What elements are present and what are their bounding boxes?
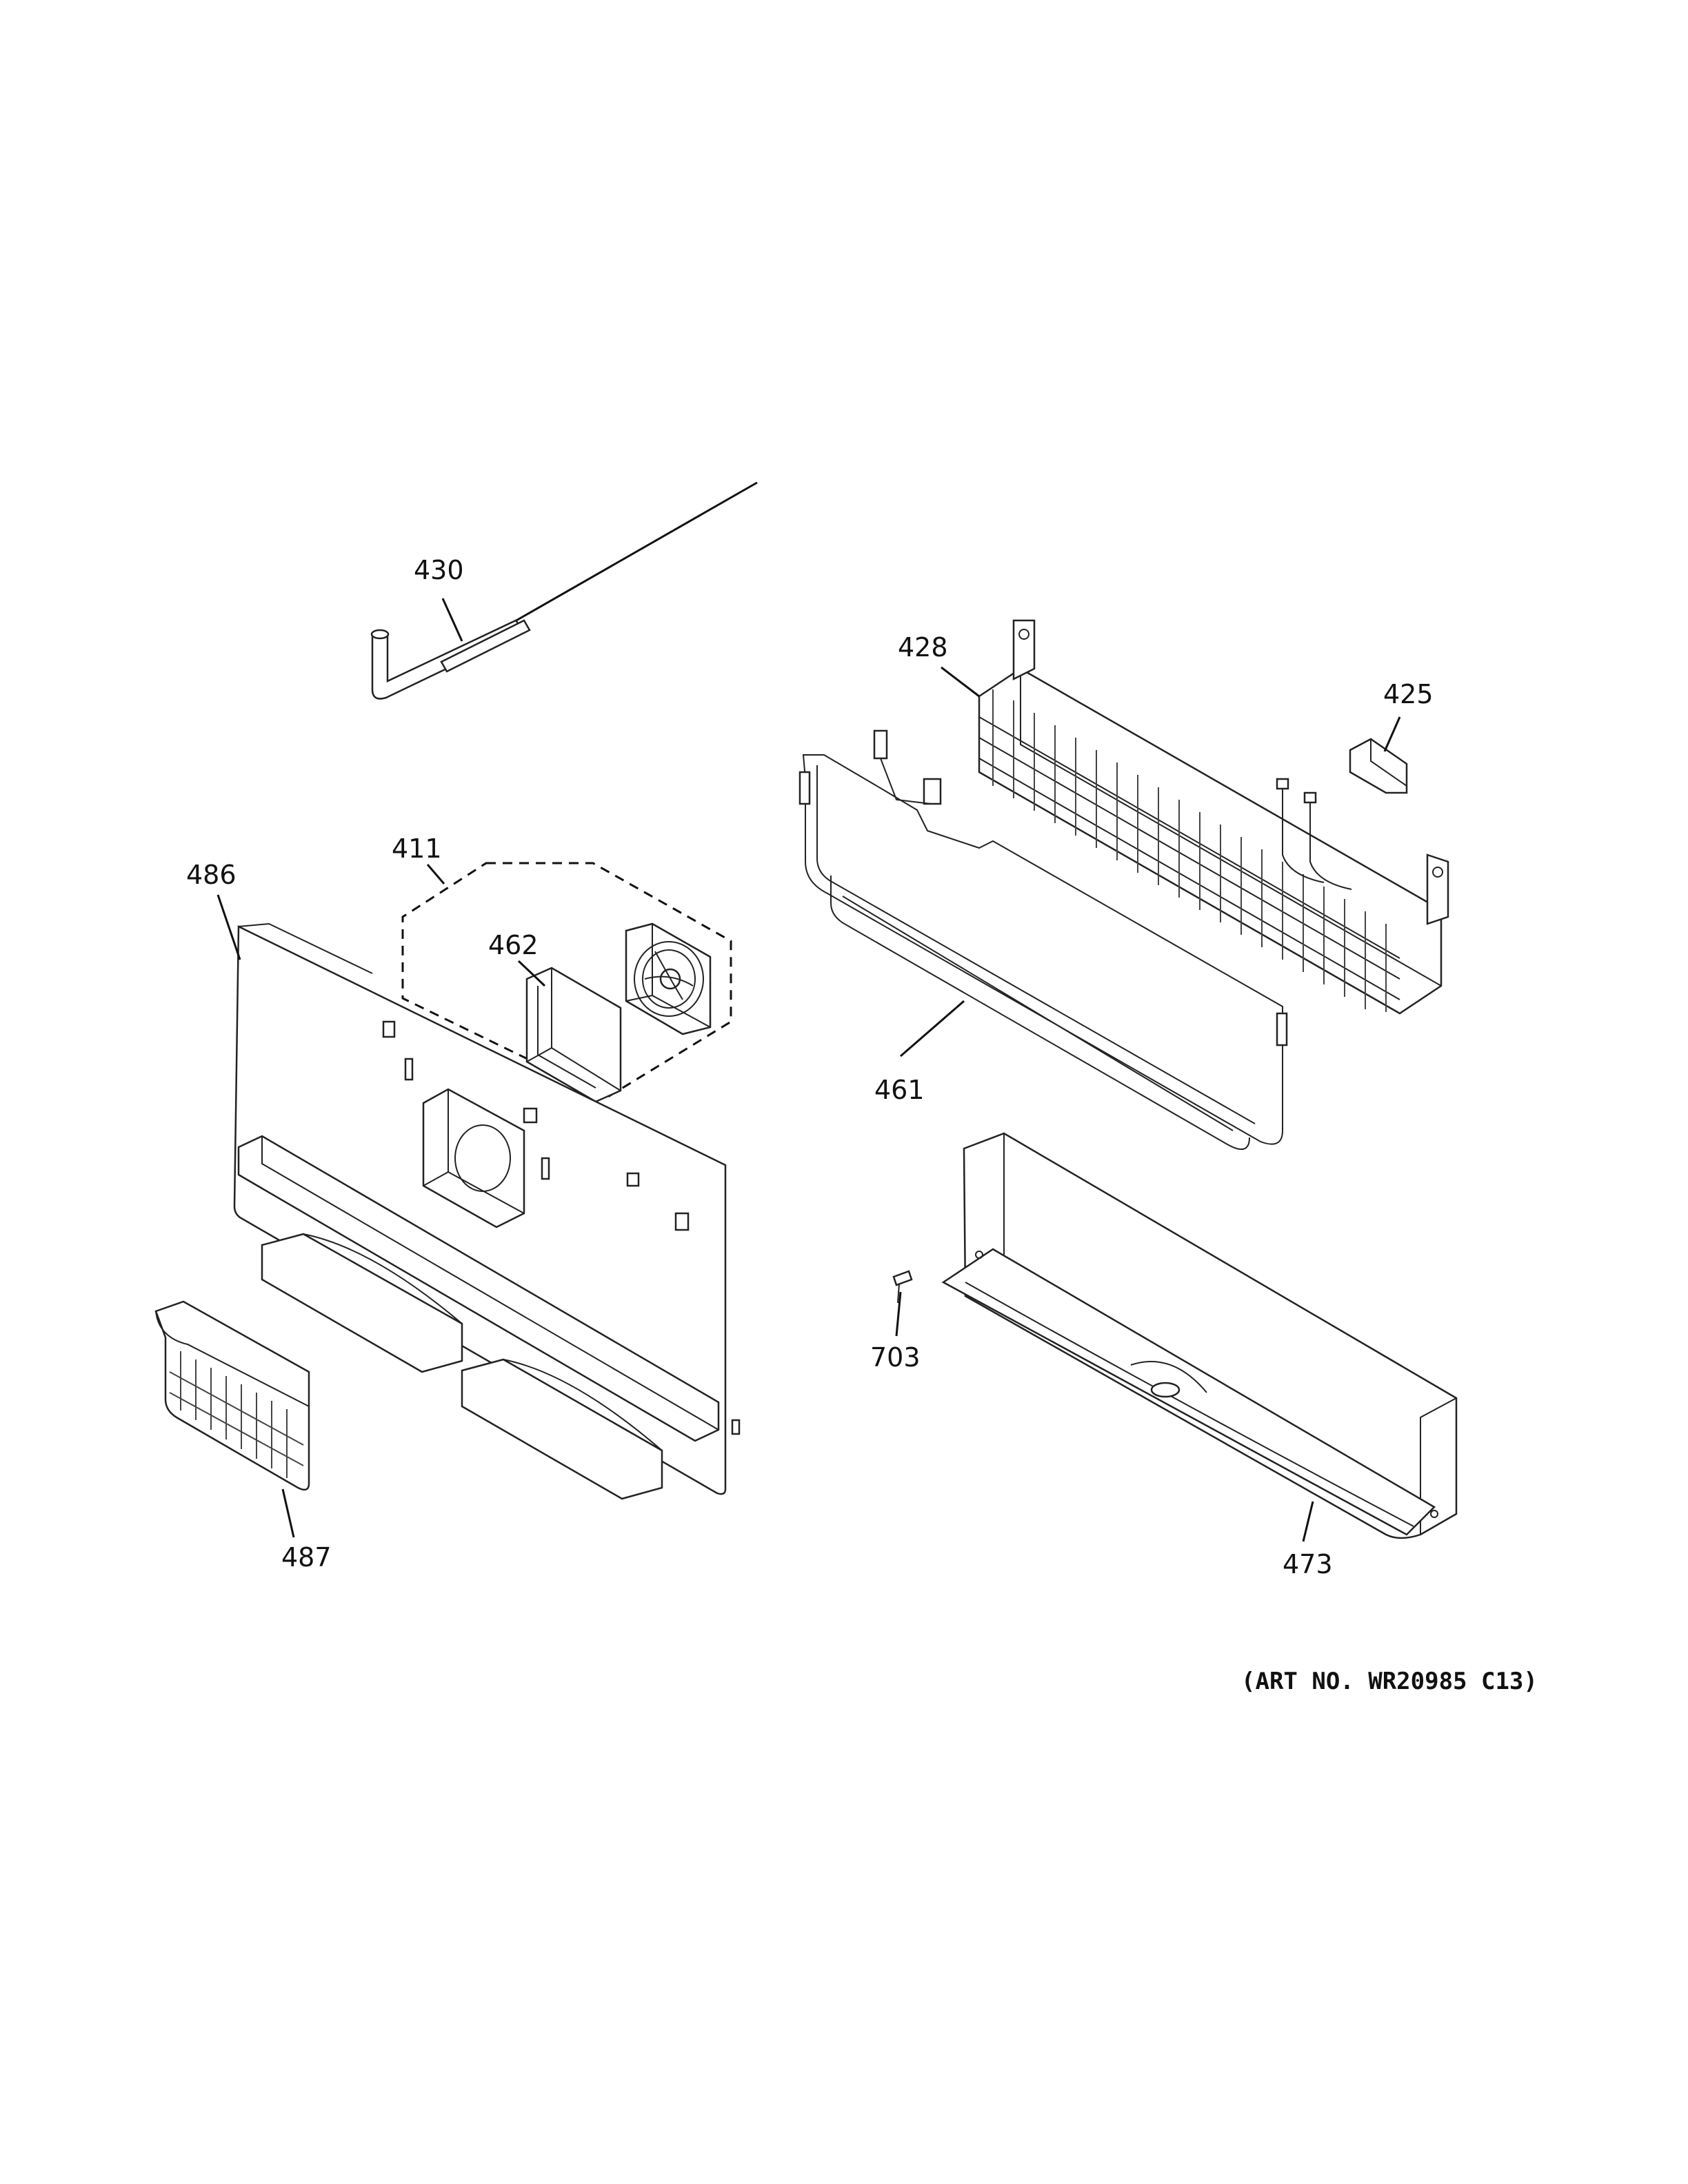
- part-486-evaporator-cover[interactable]: [233, 922, 741, 1500]
- leader-486: [217, 894, 241, 960]
- callout-411[interactable]: 411: [392, 833, 442, 864]
- leader-428: [941, 666, 980, 698]
- leader-411: [426, 864, 445, 884]
- callout-473[interactable]: 473: [1283, 1549, 1333, 1579]
- part-487-grille[interactable]: [154, 1300, 310, 1491]
- leader-473: [1302, 1501, 1314, 1542]
- leader-487: [281, 1488, 295, 1538]
- part-411-fan-assembly[interactable]: [401, 862, 732, 1099]
- evaporator-fins: [992, 689, 1387, 1012]
- part-425-clip[interactable]: [1349, 738, 1408, 794]
- part-461-defrost-heater[interactable]: [798, 754, 1288, 1151]
- leader-703: [895, 1291, 902, 1337]
- leader-430: [441, 598, 463, 642]
- fan-motor-icon: [625, 922, 712, 1035]
- part-473-drain-pan[interactable]: [941, 1132, 1458, 1539]
- callout-430[interactable]: 430: [414, 555, 464, 585]
- callout-425[interactable]: 425: [1383, 679, 1434, 709]
- callout-462[interactable]: 462: [488, 930, 539, 960]
- callout-703[interactable]: 703: [870, 1342, 921, 1373]
- art-number: (ART NO. WR20985 C13): [1241, 1668, 1538, 1695]
- callout-486[interactable]: 486: [186, 860, 237, 890]
- leader-462: [517, 960, 546, 987]
- leader-461: [900, 1000, 965, 1058]
- callout-461[interactable]: 461: [874, 1075, 925, 1105]
- part-428-evaporator[interactable]: [873, 619, 1449, 1015]
- part-462-fan-bracket[interactable]: [525, 967, 622, 1103]
- leader-425: [1383, 716, 1401, 752]
- part-703-screw[interactable]: [892, 1270, 913, 1304]
- callout-487[interactable]: 487: [281, 1542, 332, 1573]
- grille-mesh: [169, 1351, 304, 1478]
- callout-428[interactable]: 428: [898, 632, 948, 663]
- part-430-drain-heater[interactable]: [370, 481, 758, 700]
